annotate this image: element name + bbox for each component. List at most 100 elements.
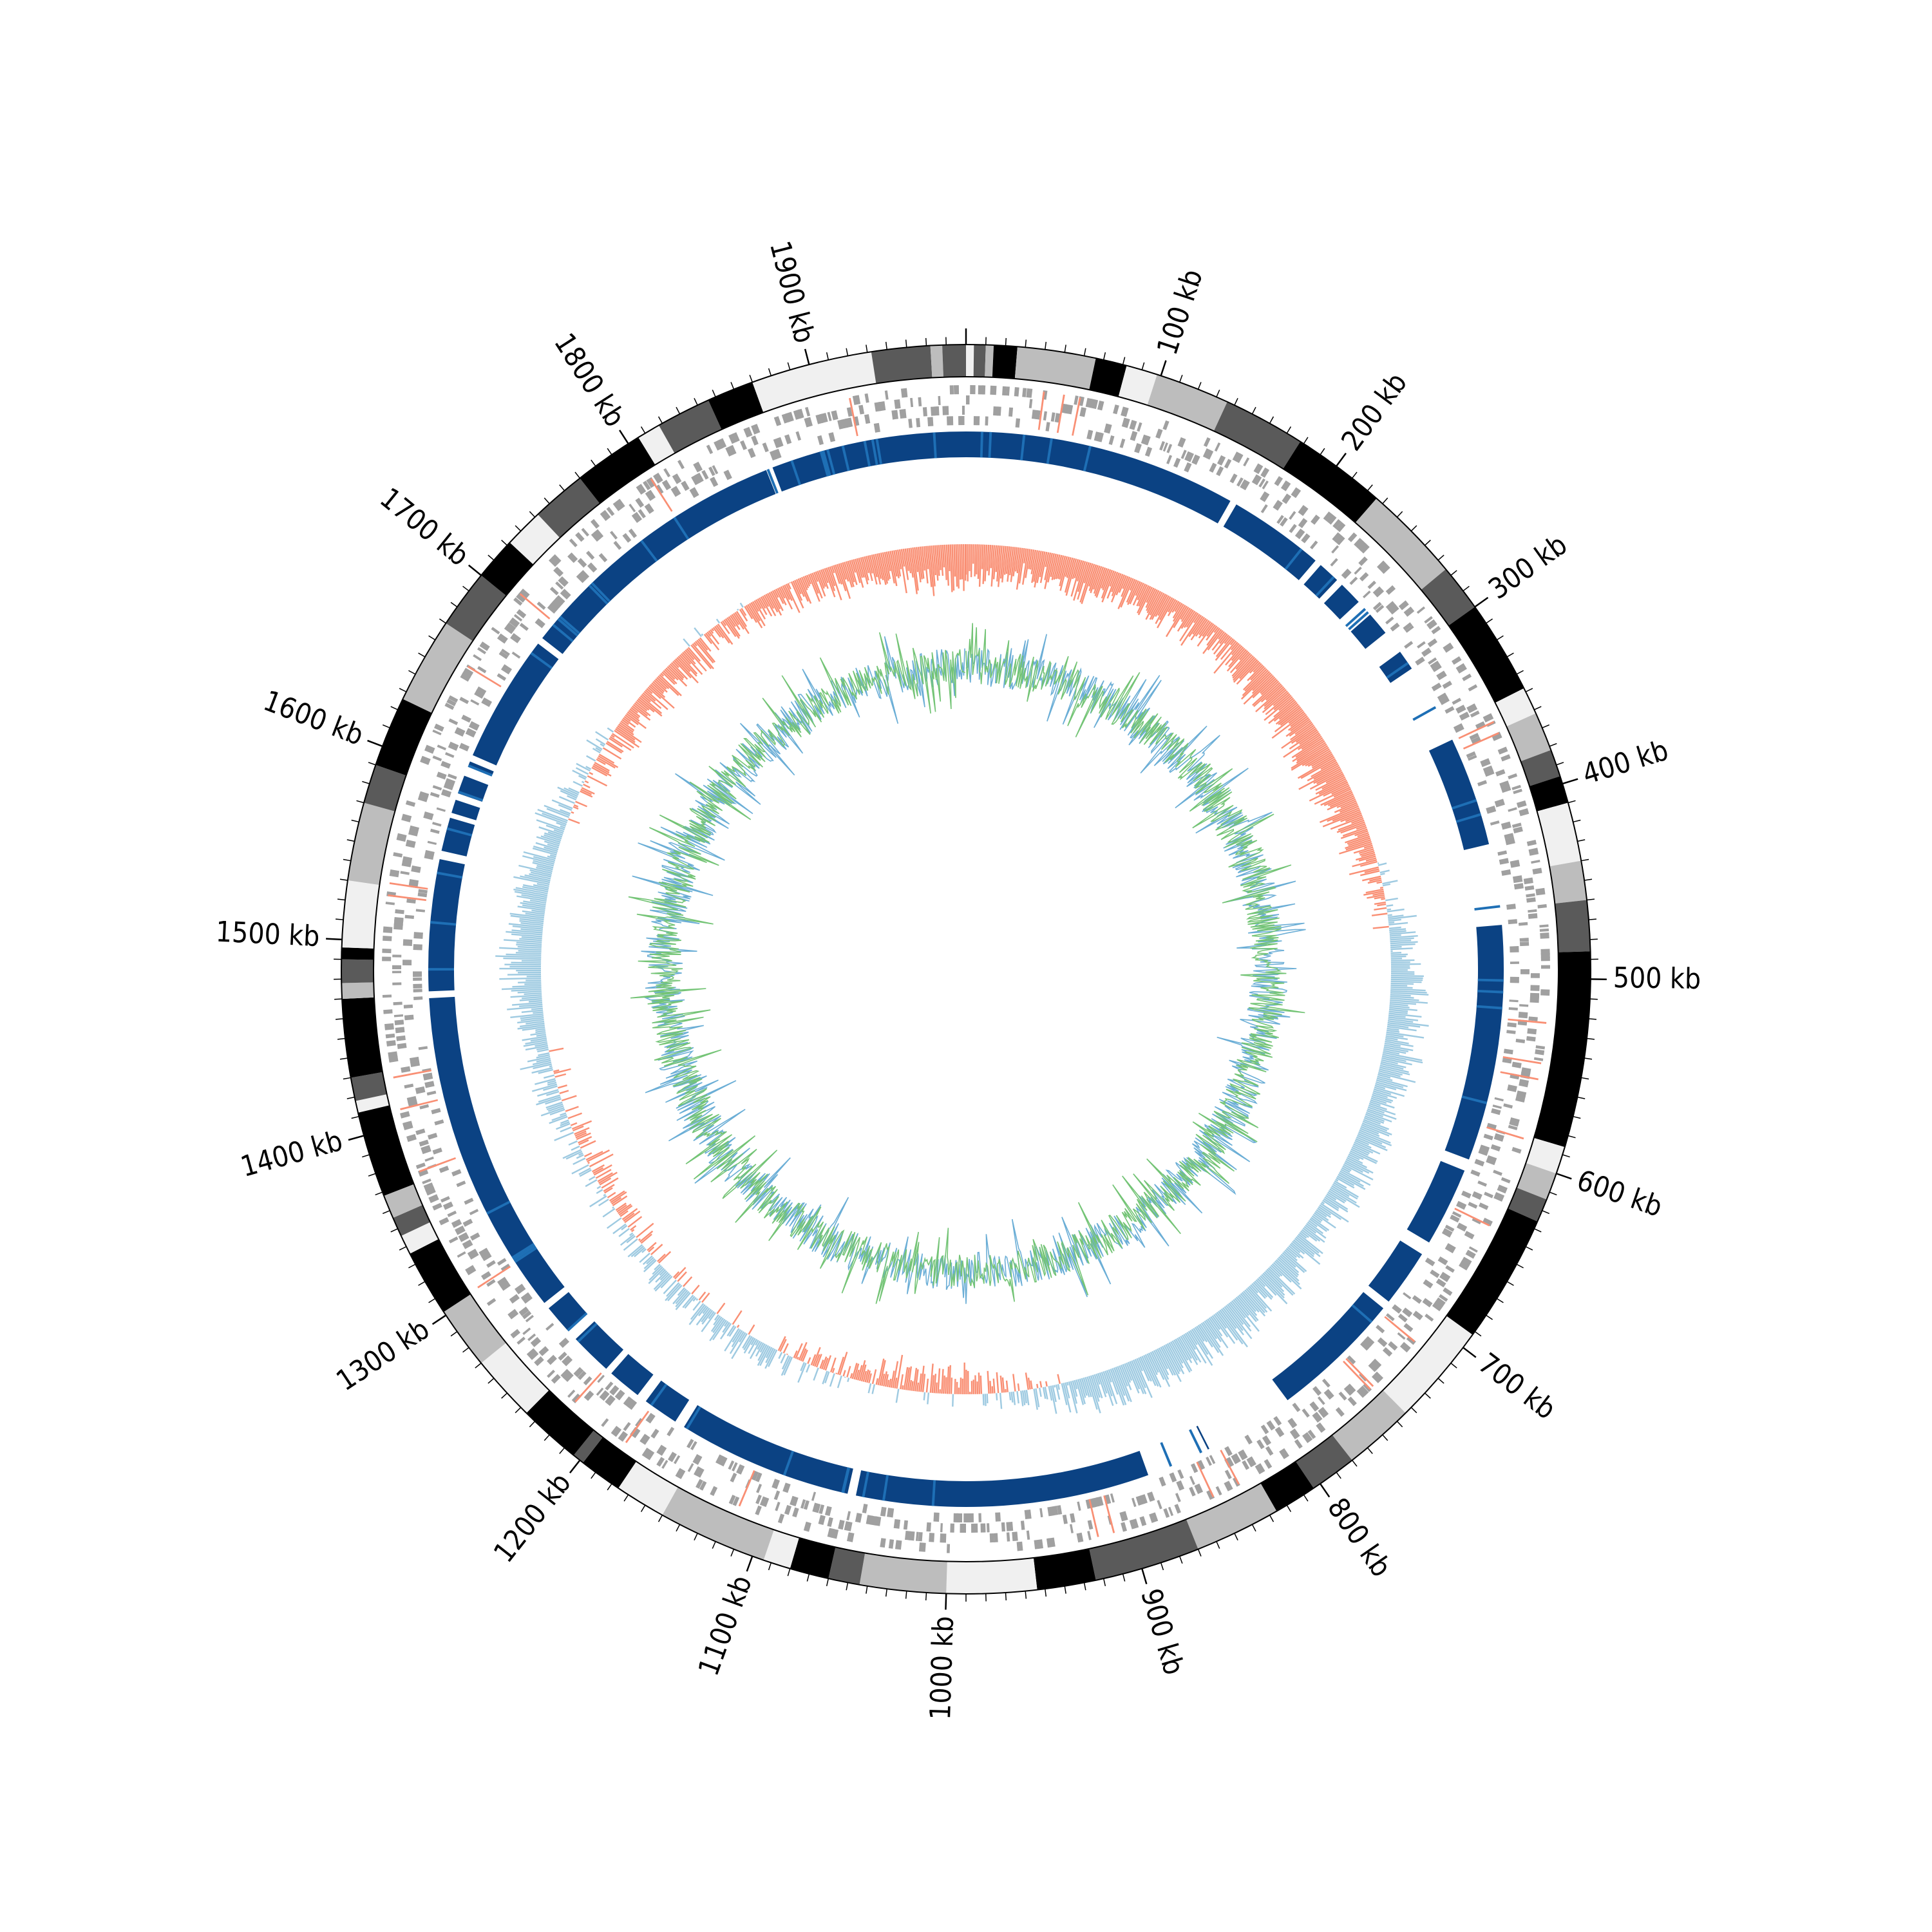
gene-feature (1332, 532, 1341, 542)
blue-accent-mark (552, 623, 574, 643)
gene-feature (1506, 904, 1516, 910)
minor-tick (337, 898, 346, 901)
gene-feature (413, 971, 422, 977)
minor-tick (1588, 918, 1596, 920)
minor-tick (1269, 1515, 1274, 1522)
gene-feature (1318, 1406, 1329, 1418)
gene-feature (656, 1457, 665, 1467)
gene-feature (795, 431, 802, 441)
minor-tick (1425, 1392, 1431, 1399)
contig-block-2 (985, 345, 994, 377)
tick-label-1700: 1700 kb (374, 482, 475, 573)
minor-tick (640, 426, 646, 434)
gene-feature (699, 1481, 707, 1491)
contig-block-62 (509, 514, 560, 565)
contig-block-61 (481, 542, 534, 596)
gene-feature (1224, 1481, 1233, 1492)
gene-feature (448, 1236, 459, 1244)
contig-block-32 (946, 1558, 1037, 1594)
gene-feature (1455, 663, 1467, 674)
gene-feature (1016, 1541, 1023, 1551)
gene-feature (1435, 1278, 1446, 1288)
minor-tick (1367, 1447, 1373, 1454)
gene-feature (1141, 1494, 1148, 1504)
gene-feature (908, 419, 913, 428)
gene-feature (1189, 1486, 1196, 1497)
blue-accent-mark (1284, 548, 1303, 570)
gene-highlight (519, 593, 551, 620)
blue-block-7 (1444, 925, 1504, 1160)
gene-feature (1236, 453, 1244, 464)
minor-tick (1320, 448, 1325, 455)
gene-feature (852, 395, 861, 406)
gene-feature (1403, 1292, 1412, 1300)
gene-feature (1089, 399, 1099, 410)
contig-block-35 (790, 1537, 836, 1579)
contig-block-57 (364, 764, 406, 811)
gene-feature (712, 465, 719, 475)
gene-feature (1057, 1505, 1063, 1515)
gene-highlight (1103, 1495, 1115, 1533)
blue-block-9 (1368, 1240, 1423, 1302)
major-tick (468, 564, 482, 576)
gene-feature (827, 1528, 835, 1539)
blue-accent-mark (1386, 661, 1409, 679)
gene-feature (845, 417, 853, 428)
gene-feature (1506, 840, 1515, 846)
minor-tick (418, 652, 426, 658)
major-tick (1474, 596, 1489, 608)
minor-tick (591, 459, 596, 467)
contig-block-47 (384, 1184, 423, 1218)
gene-feature (393, 852, 403, 858)
gene-feature (687, 1439, 694, 1448)
contig-block-53 (341, 959, 374, 983)
blue-accent-mark (826, 449, 836, 475)
gene-feature (1162, 420, 1170, 430)
gene-feature (1494, 799, 1505, 808)
gene-feature (1491, 1108, 1501, 1115)
blue-accent-mark (1348, 611, 1369, 630)
minor-tick (450, 601, 458, 607)
gene-feature (432, 822, 442, 827)
gene-feature (1294, 1439, 1303, 1449)
gene-feature (448, 695, 459, 703)
gene-feature (382, 949, 392, 954)
gene-feature (462, 1239, 473, 1249)
minor-tick (1567, 800, 1576, 804)
gene-feature (1493, 1133, 1504, 1142)
gene-feature (477, 666, 487, 674)
minor-tick (1160, 1562, 1164, 1571)
gene-feature (1466, 703, 1478, 714)
gene-feature (417, 892, 428, 898)
gene-feature (1385, 585, 1396, 595)
gene-feature (1335, 535, 1345, 545)
gene-feature (1509, 999, 1519, 1003)
blue-accent-mark (567, 1312, 588, 1332)
gene-feature (1260, 491, 1270, 502)
gene-feature (1169, 1472, 1177, 1482)
blue-accent-mark (511, 1243, 535, 1259)
gene-feature (1159, 440, 1166, 451)
gene-feature (1520, 969, 1530, 974)
gene-feature (1359, 543, 1370, 554)
minor-tick (925, 337, 927, 346)
contig-block-5 (1089, 358, 1127, 397)
gene-feature (562, 1355, 573, 1367)
blue-accent-mark (841, 1467, 850, 1493)
gene-feature (415, 909, 426, 913)
gene-feature (434, 723, 444, 732)
gene-feature (613, 540, 622, 550)
gene-feature (479, 641, 490, 651)
gene-feature (900, 388, 908, 398)
gene-feature (402, 1121, 412, 1126)
gene-feature (575, 532, 585, 542)
gene-feature (439, 1217, 450, 1226)
gene-feature (1338, 1391, 1347, 1401)
gene-feature (1482, 765, 1493, 774)
gene-feature (1166, 455, 1173, 464)
minor-tick (475, 1363, 482, 1368)
gene-feature (421, 1146, 431, 1155)
gene-feature (1298, 505, 1309, 516)
gene-feature (611, 1426, 622, 1437)
contig-block-28 (1260, 1461, 1314, 1511)
